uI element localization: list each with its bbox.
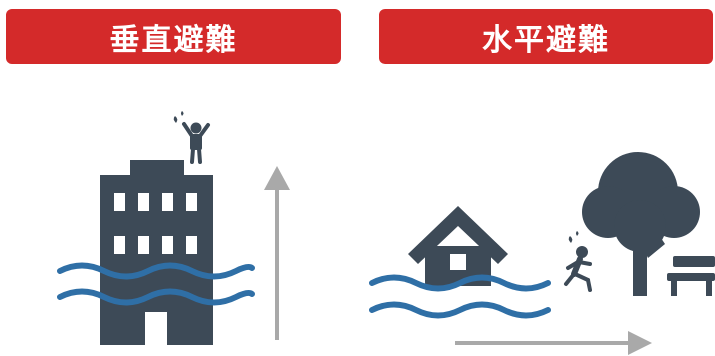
horizontal-evacuation-title: 水平避難: [482, 22, 610, 58]
running-person-icon: [564, 231, 592, 292]
wave-icon: [57, 262, 255, 306]
arrow-up-icon: [264, 166, 290, 340]
tree-icon: [582, 152, 700, 296]
building-door: [145, 312, 167, 345]
bench-icon: [667, 256, 715, 296]
horizontal-evacuation-banner: 水平避難: [379, 9, 713, 64]
house-window: [450, 254, 466, 270]
person-waving-icon: [173, 111, 210, 164]
vertical-evacuation-banner: 垂直避難: [6, 9, 341, 64]
arrow-right-icon: [455, 331, 652, 355]
house-icon: [408, 206, 508, 286]
building-windows: [114, 193, 197, 254]
vertical-evacuation-title: 垂直避難: [109, 22, 238, 58]
wave-icon: [369, 274, 551, 319]
